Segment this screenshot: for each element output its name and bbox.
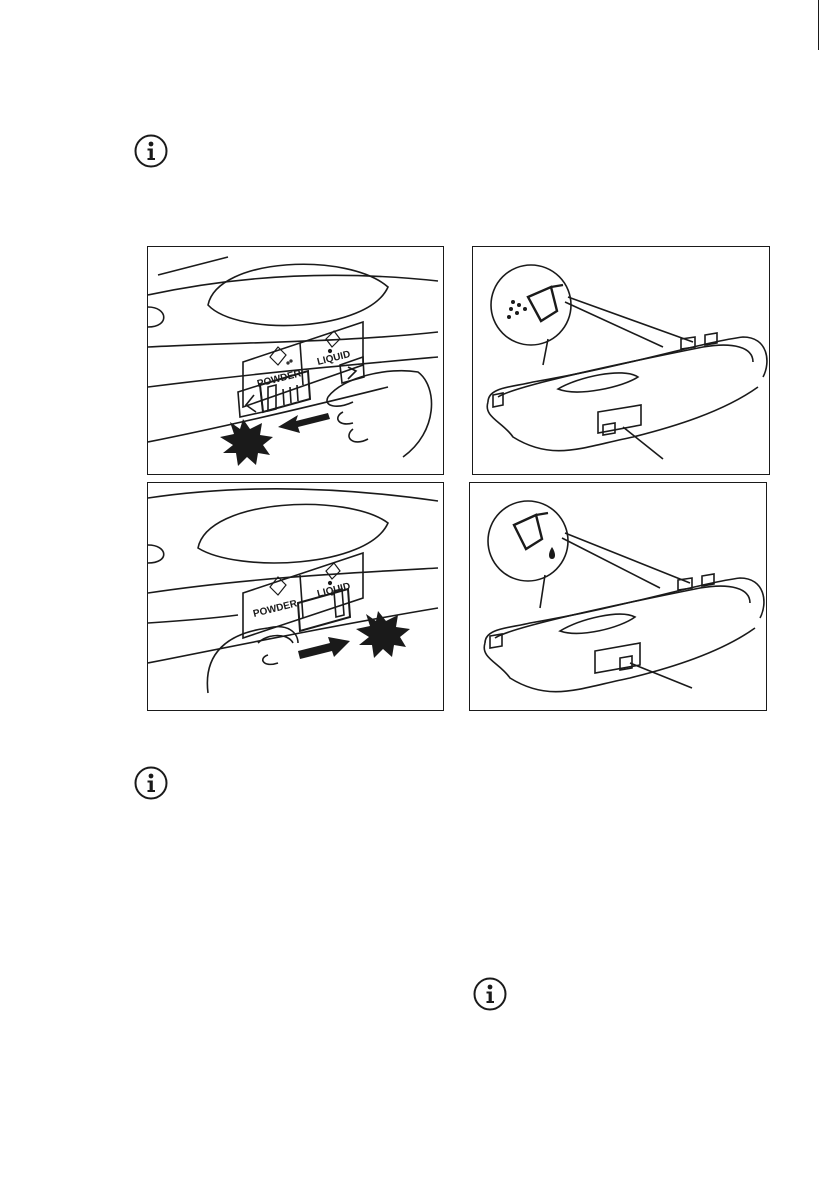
figure-select-powder: POWDER LIQUID <box>147 246 444 475</box>
click-burst-icon <box>220 419 273 466</box>
liquid-cup-icon <box>514 513 548 549</box>
crop-mark <box>818 0 819 50</box>
info-icon <box>134 134 168 168</box>
powder-label: POWDER <box>252 598 299 620</box>
arrow-right-icon <box>298 637 350 659</box>
powder-cup-icon <box>270 347 292 365</box>
liquid-drop-icon <box>549 547 555 559</box>
powder-dots <box>507 300 527 319</box>
figure-dispenser-liquid <box>469 482 767 711</box>
powder-cup-icon <box>528 285 563 321</box>
info-icon <box>134 766 168 800</box>
click-burst-icon <box>356 611 410 658</box>
figure-dispenser-powder <box>472 246 770 475</box>
figure-select-liquid: POWDER LIQUID <box>147 482 444 711</box>
info-icon <box>473 977 507 1011</box>
arrow-left-icon <box>278 413 330 433</box>
